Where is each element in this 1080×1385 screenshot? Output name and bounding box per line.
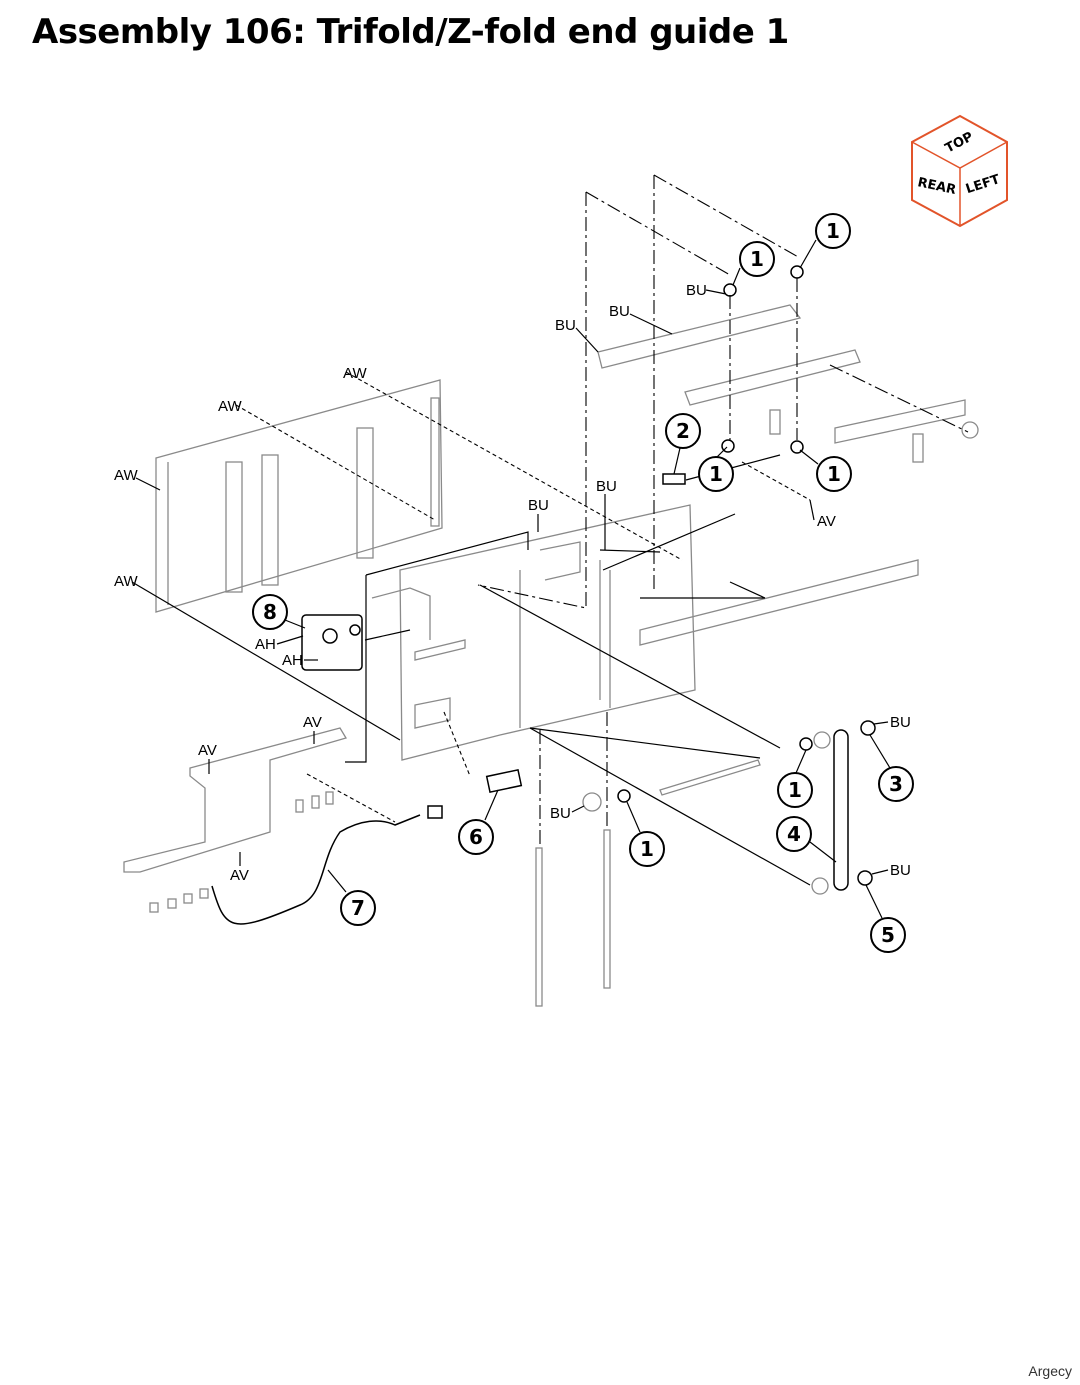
page-title: Assembly 106: Trifold/Z-fold end guide 1 xyxy=(32,12,789,52)
wire-harness xyxy=(149,805,443,925)
svg-text:1: 1 xyxy=(640,837,654,861)
lower-bracket xyxy=(123,727,347,873)
callout-1c: 1 xyxy=(698,446,734,492)
ref-bu: BU xyxy=(686,282,707,299)
orientation-cube: TOP REAR LEFT xyxy=(911,114,1008,228)
svg-text:4: 4 xyxy=(787,822,801,846)
watermark: Argecy xyxy=(1028,1363,1072,1379)
shafts xyxy=(535,759,761,1007)
motor xyxy=(301,614,363,671)
callout-7: 7 xyxy=(327,869,376,926)
belt-and-pulleys xyxy=(582,720,876,895)
ref-aw: AW xyxy=(218,398,242,415)
callout-6: 6 xyxy=(458,789,499,855)
ref-av: AV xyxy=(198,742,217,759)
fasteners xyxy=(617,265,813,803)
svg-text:7: 7 xyxy=(351,896,365,920)
svg-text:3: 3 xyxy=(889,772,903,796)
callout-1d: 1 xyxy=(799,449,852,492)
svg-text:1: 1 xyxy=(788,778,802,802)
assembly-lines xyxy=(131,174,969,886)
upper-brackets xyxy=(597,304,979,463)
ref-bu: BU xyxy=(528,497,549,514)
callout-1b: 1 xyxy=(799,213,851,269)
callout-1f: 1 xyxy=(626,801,665,867)
ref-bu: BU xyxy=(609,303,630,320)
ref-av: AV xyxy=(817,513,836,530)
callout-1e: 1 xyxy=(777,749,813,808)
rear-panel xyxy=(155,379,443,613)
reference-labels: BU BU BU AW AW AW BU BU AV AW AH AH AV A… xyxy=(114,282,911,884)
svg-text:1: 1 xyxy=(827,462,841,486)
svg-text:5: 5 xyxy=(881,923,895,947)
ref-bu: BU xyxy=(890,862,911,879)
callout-4: 4 xyxy=(776,816,837,863)
ref-ah: AH xyxy=(282,652,303,669)
callout-2: 2 xyxy=(665,413,701,475)
ref-ah: AH xyxy=(255,636,276,653)
ref-bu: BU xyxy=(555,317,576,334)
ref-aw: AW xyxy=(114,573,138,590)
callout-3: 3 xyxy=(869,734,914,802)
callout-5: 5 xyxy=(865,884,906,953)
ref-bu: BU xyxy=(550,805,571,822)
guide-rail xyxy=(639,559,919,646)
svg-text:1: 1 xyxy=(709,462,723,486)
callout-1a: 1 xyxy=(732,241,775,286)
svg-text:8: 8 xyxy=(263,600,277,624)
svg-text:6: 6 xyxy=(469,825,483,849)
svg-text:2: 2 xyxy=(676,419,690,443)
svg-text:1: 1 xyxy=(750,247,764,271)
ref-bu: BU xyxy=(596,478,617,495)
ref-aw: AW xyxy=(114,467,138,484)
svg-text:1: 1 xyxy=(826,219,840,243)
ref-av: AV xyxy=(230,867,249,884)
callout-8: 8 xyxy=(252,594,306,630)
ref-aw: AW xyxy=(343,365,367,382)
ref-av: AV xyxy=(303,714,322,731)
ref-bu: BU xyxy=(890,714,911,731)
main-frame xyxy=(371,504,696,761)
